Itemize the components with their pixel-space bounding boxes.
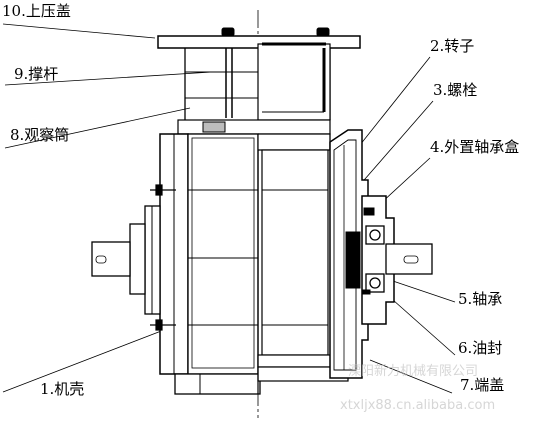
label-bolt: 3.螺栓 [433, 81, 478, 99]
sight-tube-part [184, 42, 331, 121]
left-bearing-assembly [91, 205, 161, 315]
rotor-part [257, 133, 349, 382]
bearing-part [345, 225, 385, 295]
label-top-cover: 10.上压盖 [2, 2, 71, 20]
label-sight-tube: 8.观察筒 [10, 126, 70, 144]
label-housing: 1.机壳 [40, 380, 85, 398]
watermark-site: xtxljx88.cn.alibaba.com [340, 398, 496, 413]
label-bearing: 5.轴承 [458, 290, 503, 308]
watermark-company: 溧阳新力机械有限公司 [348, 364, 479, 379]
label-bearing-box: 4.外置轴承盒 [430, 138, 520, 156]
label-support-rod: 9.撑杆 [14, 65, 59, 83]
housing-part [159, 133, 261, 395]
right-shaft [385, 243, 433, 275]
label-end-cover: 7.端盖 [460, 376, 505, 394]
label-oil-seal: 6.油封 [458, 339, 503, 357]
support-rod-part [225, 48, 233, 118]
label-rotor: 2.转子 [430, 37, 475, 55]
